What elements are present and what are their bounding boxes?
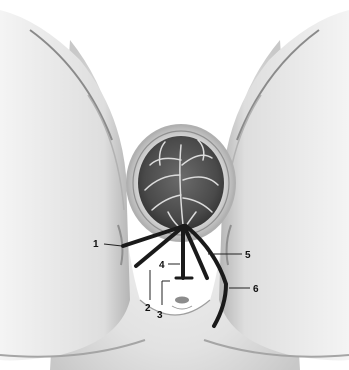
callout-3: 3 <box>157 310 163 321</box>
callout-5: 5 <box>245 250 251 261</box>
wound-surface <box>138 136 224 230</box>
callout-6: 6 <box>253 284 259 295</box>
callout-1: 1 <box>93 239 99 250</box>
callout-4: 4 <box>159 260 165 271</box>
anal-opening <box>172 297 192 310</box>
left-thigh <box>0 10 145 360</box>
callout-2: 2 <box>145 303 151 314</box>
